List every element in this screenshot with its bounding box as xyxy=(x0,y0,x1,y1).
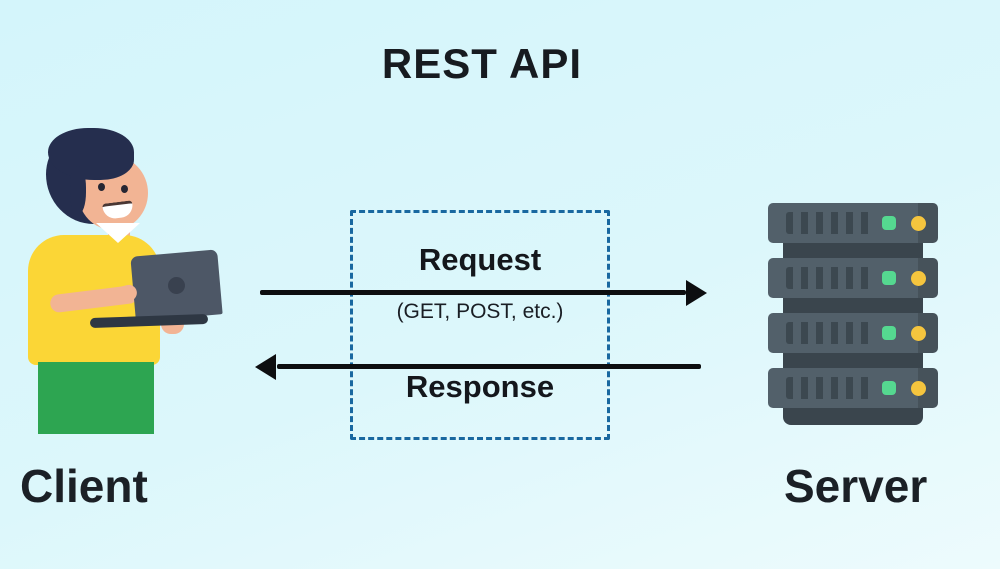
server-caption: Server xyxy=(784,460,928,512)
request-arrowhead-icon xyxy=(686,280,707,306)
green-led-icon xyxy=(882,326,896,340)
message-exchange-box xyxy=(350,210,610,440)
request-label: Request xyxy=(418,242,542,277)
laptop-icon xyxy=(130,249,223,322)
vent-slots-icon xyxy=(786,322,872,344)
green-led-icon xyxy=(882,216,896,230)
request-methods-label: (GET, POST, etc.) xyxy=(396,300,564,323)
yellow-led-icon xyxy=(911,216,926,231)
vent-slots-icon xyxy=(786,267,872,289)
server-unit xyxy=(768,258,938,298)
client-hair-sideburn xyxy=(70,166,86,214)
yellow-led-icon xyxy=(911,271,926,286)
yellow-led-icon xyxy=(911,381,926,396)
client-hair-fringe xyxy=(48,128,134,180)
vent-slots-icon xyxy=(786,212,872,234)
client-eye-left xyxy=(98,183,105,191)
client-pants xyxy=(38,362,154,434)
diagram-title: REST API xyxy=(381,40,583,87)
server-illustration xyxy=(765,200,943,430)
request-arrow-line xyxy=(260,290,686,295)
client-caption: Client xyxy=(20,460,148,512)
laptop-logo-icon xyxy=(167,276,186,295)
green-led-icon xyxy=(882,381,896,395)
green-led-icon xyxy=(882,271,896,285)
response-label: Response xyxy=(405,369,555,404)
client-eye-right xyxy=(121,185,128,193)
server-unit xyxy=(768,203,938,243)
response-arrowhead-icon xyxy=(255,354,276,380)
server-unit xyxy=(768,368,938,408)
response-arrow-line xyxy=(277,364,701,369)
server-unit xyxy=(768,313,938,353)
yellow-led-icon xyxy=(911,326,926,341)
vent-slots-icon xyxy=(786,377,872,399)
client-illustration xyxy=(20,128,230,438)
